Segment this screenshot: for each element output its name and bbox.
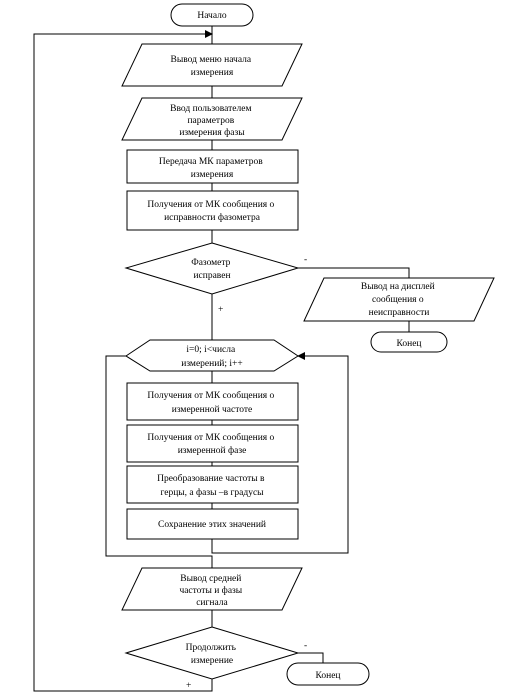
connectors <box>33 26 410 692</box>
error-output-block <box>303 277 495 322</box>
receive-freq-block <box>126 382 299 421</box>
menu-output-block <box>121 43 303 87</box>
receive-status-block <box>126 190 299 231</box>
check-ok-yes-label: + <box>218 305 223 315</box>
loop-label: i=0; i<числа измерений; i++ <box>181 345 243 369</box>
continue-check-label: Продолжить измерение <box>186 643 239 666</box>
menu-output-label: Вывод меню начала измерения <box>171 55 254 78</box>
params-input-label: Ввод пользователем параметров измерения … <box>170 104 254 138</box>
avg-output-block <box>121 567 303 611</box>
avg-output-label: Вывод средней частоты и фазы сигнала <box>179 573 244 608</box>
continue-no-label: - <box>304 641 307 651</box>
start-terminator <box>170 3 254 27</box>
receive-freq-label: Получения от МК сообщения о измеренной ч… <box>147 390 276 415</box>
check-ok-decision <box>124 242 300 295</box>
end-error-label: Конец <box>397 339 422 349</box>
save-label: Сохранение этих значений <box>158 519 266 530</box>
params-input-block <box>121 97 303 141</box>
receive-status-label: Получения от МК сообщения о исправности … <box>147 199 276 223</box>
end-final-label: Конец <box>316 671 341 681</box>
receive-phase-block <box>126 424 299 463</box>
connector-check-error <box>298 267 410 278</box>
end-final-terminator <box>286 662 370 686</box>
convert-label: Преобразование частоты в герцы, а фазы –… <box>157 473 267 498</box>
connector-loop-exit <box>105 355 213 568</box>
receive-phase-label: Получения от МК сообщения о измеренной ф… <box>147 432 276 456</box>
shapes <box>121 3 495 686</box>
continue-yes-label: + <box>186 681 191 691</box>
save-block <box>126 508 299 540</box>
check-ok-no-label: - <box>304 255 307 265</box>
error-output-label: Вывод на дисплей сообщения о неисправнос… <box>361 281 437 318</box>
labels: Начало Вывод меню начала измерения Ввод … <box>147 11 437 691</box>
convert-block <box>126 465 299 504</box>
end-error-terminator <box>370 331 448 353</box>
connector-repeat-loop <box>33 30 213 692</box>
connector-loop-back <box>211 352 349 554</box>
send-params-block <box>126 149 299 184</box>
continue-check-decision <box>124 626 300 680</box>
send-params-label: Передача МК параметров измерения <box>159 157 265 180</box>
check-ok-label: Фазометр исправен <box>191 258 233 281</box>
start-label: Начало <box>197 11 227 21</box>
connector-continue-end <box>298 652 324 663</box>
loop-block <box>125 339 299 372</box>
